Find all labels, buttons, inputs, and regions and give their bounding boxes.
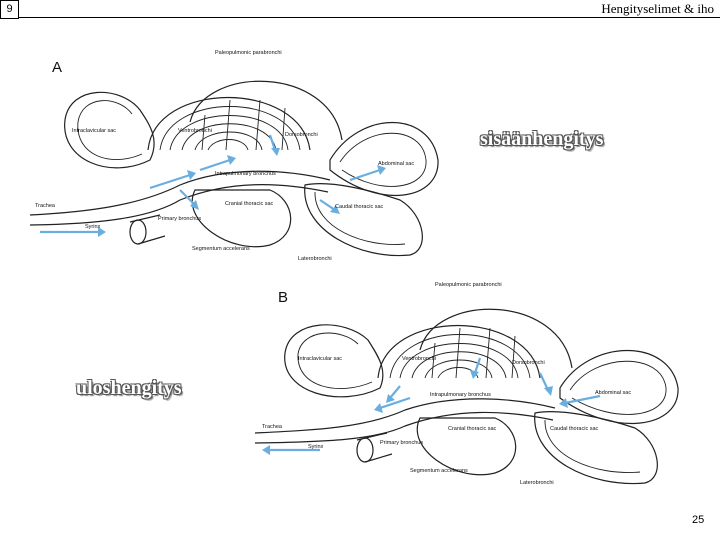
exhalation-label: uloshengitys [76,377,182,399]
label-syrinx: Syrinx [308,444,324,450]
label-intraclavicular: Intraclavicular sac [72,128,116,134]
label-paleopulmonic: Paleopulmonic parabronchi [435,282,502,288]
inhalation-label: sisäänhengitys [480,128,604,150]
header-rule [19,17,720,18]
label-segmentum: Segmentum accelerans [410,468,468,474]
primary-bronchus [30,170,331,216]
label-primary: Primary bronchus [380,440,423,446]
label-cranial: Cranial thoracic sac [225,201,274,207]
label-ventrobronchi: Ventrobronchi [402,356,436,362]
slide-title: Hengityselimet & iho [601,1,714,16]
slide-number: 9 [0,0,19,19]
diagram-a-inhalation: A Paleopulmonic parabronchi Intraclavicu… [30,50,439,262]
diagram-b-exhalation: B Paleopulmonic parabronchi Intraclavicu… [254,282,679,486]
parabronchi-arches [377,308,573,379]
primary-bronchus [254,398,556,434]
label-intrapulmonary: Intrapulmonary bronchus [430,392,491,398]
label-cranial: Cranial thoracic sac [448,426,497,432]
airflow-arrows-inhale [40,134,386,237]
caudal-thoracic-sac [534,411,658,485]
label-abdominal: Abdominal sac [595,390,631,396]
cranial-thoracic-sac [191,189,292,248]
label-primary: Primary bronchus [158,216,201,222]
label-dorsobronchi: Dorsobronchi [512,360,545,366]
label-dorsobronchi: Dorsobronchi [285,132,318,138]
label-laterobronchi: Laterobronchi [520,480,554,486]
syrinx-tube [356,437,374,463]
page-number: 25 [692,514,705,526]
label-ventrobronchi: Ventrobronchi [178,128,212,134]
diagram-a-letter: A [52,59,62,76]
intraclavicular-sac [64,91,155,169]
label-trachea: Trachea [262,424,283,430]
airflow-arrows-exhale [262,357,601,455]
intraclavicular-sac [284,324,384,398]
label-syrinx: Syrinx [85,224,101,230]
label-intraclavicular: Intraclavicular sac [298,356,342,362]
caudal-thoracic-sac [304,183,423,257]
label-abdominal: Abdominal sac [378,161,414,167]
cranial-thoracic-sac [416,417,517,476]
label-laterobronchi: Laterobronchi [298,256,332,262]
label-segmentum: Segmentum accelerans [192,246,250,252]
syrinx-tube [129,219,147,245]
label-caudal: Caudal thoracic sac [335,204,384,210]
label-intrapulmonary: Intrapulmonary bronchus [215,171,276,177]
label-paleopulmonic: Paleopulmonic parabronchi [215,50,282,56]
diagram-b-letter: B [278,289,288,306]
label-caudal: Caudal thoracic sac [550,426,599,432]
label-trachea: Trachea [35,203,56,209]
parabronchi-arches [147,80,343,151]
